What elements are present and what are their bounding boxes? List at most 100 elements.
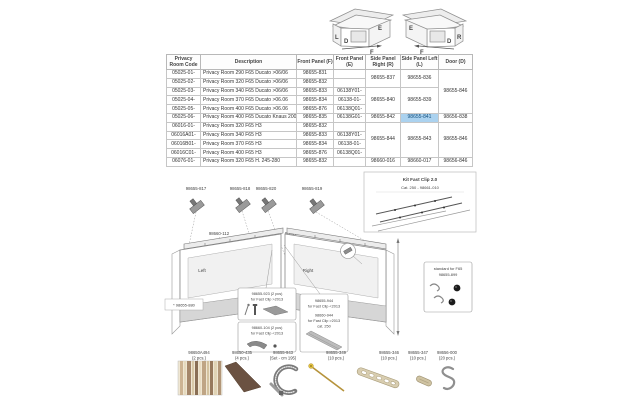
part-qty: (Set - cm 195) [270,356,297,361]
dimension-arrow [396,238,400,336]
table-body: 05025-01-Privacy Room 290 F65 Ducato >06… [166,69,473,167]
table-row: 06076-01-Privacy Room 320 F65 H. 245-280… [166,156,473,167]
part-label-wall-bracket: * 98655-880 [173,303,196,308]
part-qty: (10 pcs.) [328,356,345,361]
part-code: 98650A494 [188,350,210,355]
part-code: 98650-435 [232,350,253,355]
orientation-hut-left: L D E F [328,8,395,56]
hut-letter: D [447,39,452,45]
table-cell: 06138-01- [333,95,366,106]
table-cell: 98655-843 [400,121,439,158]
table-cell: 05025-04- [166,95,201,106]
table-cell: Privacy Room 400 F65 Ducato Knaus 2009 [200,112,297,123]
table-row: 05025-03-Privacy Room 340 F65 Ducato >06… [166,86,473,114]
panel-left-label: Left [198,268,206,273]
orientation-hut-right: E D R F [401,8,468,56]
pin-icons [244,303,289,316]
part-code: 98656-000 [437,350,458,355]
wedge-icon [224,361,262,393]
table-cell: 98655-834 [296,139,334,150]
part-qty: (10 pcs.) [381,356,398,361]
table-cell: 98655-840 [365,86,401,114]
part-qty: (10 pcs.) [410,356,427,361]
table-cell: 98656-846 [438,156,473,167]
table-cell: 98655-835 [296,112,334,123]
table-cell [333,69,366,79]
hut-letter: E [378,26,382,32]
corner-bracket-icons [189,197,325,215]
table-cell: Privacy Room 370 F65 H3 [200,139,297,150]
table-cell: Privacy Room 400 F65 Ducato >06.06 [200,104,297,114]
zipper-icon [269,364,299,397]
column-header: Front Panel (E) [333,54,366,70]
part-qty: (2 pcs.) [192,356,207,361]
table-cell: 98660-017 [400,156,439,167]
table-cell: 05025-05- [166,104,201,114]
table-cell: 06016A01- [166,130,201,141]
kit-rail-icons [371,196,471,232]
table-cell [333,156,366,167]
table-cell: 98655-844 [365,121,401,158]
table-cell: 06016C01- [166,148,201,158]
top-rails [183,227,387,250]
strap-icon [356,367,400,389]
part-label-corner-bracket-1: 98655-817 [186,186,207,191]
table-cell [333,77,366,88]
kit-box-title: Kit Fast Clip 2.0 [403,177,438,182]
hut-letter: D [344,39,349,45]
part-qty: (20 pcs.) [439,356,456,361]
table-cell: Privacy Room 340 F65 H3 [200,130,297,141]
wall-bracket-box: * 98655-880 [164,298,204,311]
table-cell: 98656-838 [438,112,473,123]
column-header: Front Panel (F) [296,54,334,70]
column-header: Privacy Room Code [166,54,201,70]
part-label-corner-bracket-2: 98655-818 [230,186,251,191]
column-header: Description [200,54,297,70]
table-cell [333,121,366,132]
callout-c-line4: for Fast Clip >2013 [308,319,340,323]
callout-a-line2: for Fast Clip >2013 [251,298,283,302]
rail-icon [305,330,343,351]
table-cell: Privacy Room 340 F65 Ducato >06/06 [200,86,297,97]
part-code: 98655-349 [326,350,347,355]
column-header: Side Panel Right (R) [365,54,401,70]
table-cell: 98655-831 [296,69,334,79]
table-cell: 98655-832 [296,156,334,167]
table-cell: 06138Q01- [333,104,366,114]
hut-letter: E [409,26,413,32]
table-cell: 05025-01- [166,69,201,79]
table-cell: 05025-06- [166,112,201,123]
table-cell: Privacy Room 370 F65 Ducato >06.06 [200,95,297,106]
table-cell: 98655-834 [296,95,334,106]
column-header: Side Panel Left (L) [400,54,439,70]
clip-icons [429,283,461,306]
callout-c-line2: for Fast Clip <2013 [308,305,340,309]
part-code: 98655-346 [379,350,400,355]
table-cell: 06138Q01- [333,148,366,158]
panel-right-label: Right [303,268,314,273]
hut-letter: L [335,35,339,41]
column-header: Door (D) [438,54,473,70]
part-code: 98655-347 [408,350,429,355]
part-code: 98655-943 [273,350,294,355]
table-cell: 98655-833 [296,130,334,141]
table-cell: 98655-837 [365,69,401,88]
hut-letter: R [457,35,462,41]
hut-letter: F [370,50,374,56]
handle-icon [246,341,277,350]
table-cell: Privacy Room 320 F65 H. 245-280 [200,156,297,167]
part-label-corner-bracket-3: 98655-820 [256,186,277,191]
table-cell: 06138Y01- [333,130,366,141]
selected-cell: 98655-841 [400,112,439,123]
table-row: 05025-01-Privacy Room 290 F65 Ducato >06… [166,69,473,114]
callout-leaders [265,244,321,295]
callout-c-line3: 98660-944 [315,314,333,318]
table-cell: 06138Y01- [333,86,366,97]
table-cell: 98655-842 [365,112,401,123]
